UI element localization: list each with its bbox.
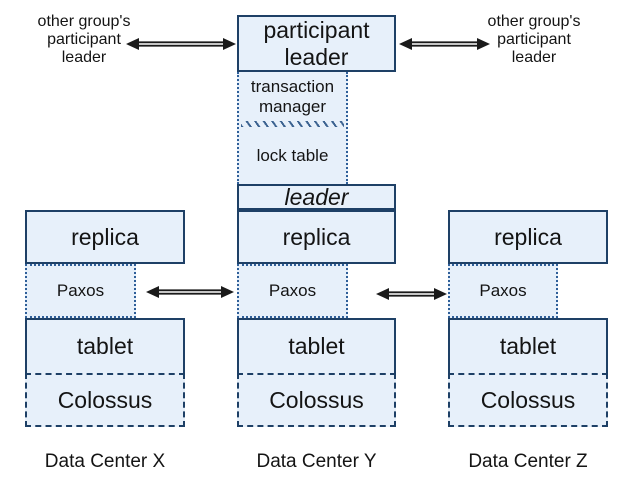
datacenter-label-x: Data Center X: [44, 451, 166, 472]
paxos-box-z: Paxos: [448, 264, 558, 318]
double-arrow-icon-paxos-left: [146, 286, 234, 298]
double-arrow-icon-top-right: [399, 38, 490, 50]
double-arrow-icon-paxos-right: [376, 288, 447, 300]
paxos-box-x: Paxos: [25, 264, 136, 318]
paxos-box-y: Paxos: [237, 264, 348, 318]
colossus-box-z: Colossus: [448, 373, 608, 427]
datacenter-label-z: Data Center Z: [468, 451, 588, 472]
transaction-manager-label: transaction manager: [250, 76, 335, 116]
tablet-box-x: tablet: [25, 318, 185, 373]
colossus-box-x: Colossus: [25, 373, 185, 427]
replica-box-x: replica: [25, 210, 185, 264]
lock-table-label: lock table: [256, 145, 329, 165]
external-label-right: other group's participant leader: [487, 13, 581, 66]
double-arrow-icon-top-left: [126, 38, 236, 50]
participant-leader-box: participant leader: [237, 15, 396, 72]
replica-box-y: replica: [237, 210, 396, 264]
transaction-manager-lock-table-region: transaction manager lock table: [237, 72, 348, 184]
datacenter-label-y: Data Center Y: [256, 451, 377, 472]
leader-box: leader: [237, 184, 396, 210]
external-label-left: other group's participant leader: [37, 13, 131, 66]
tablet-box-y: tablet: [237, 318, 396, 373]
replica-box-z: replica: [448, 210, 608, 264]
colossus-box-y: Colossus: [237, 373, 396, 427]
tablet-box-z: tablet: [448, 318, 608, 373]
hatched-divider: [241, 121, 344, 127]
